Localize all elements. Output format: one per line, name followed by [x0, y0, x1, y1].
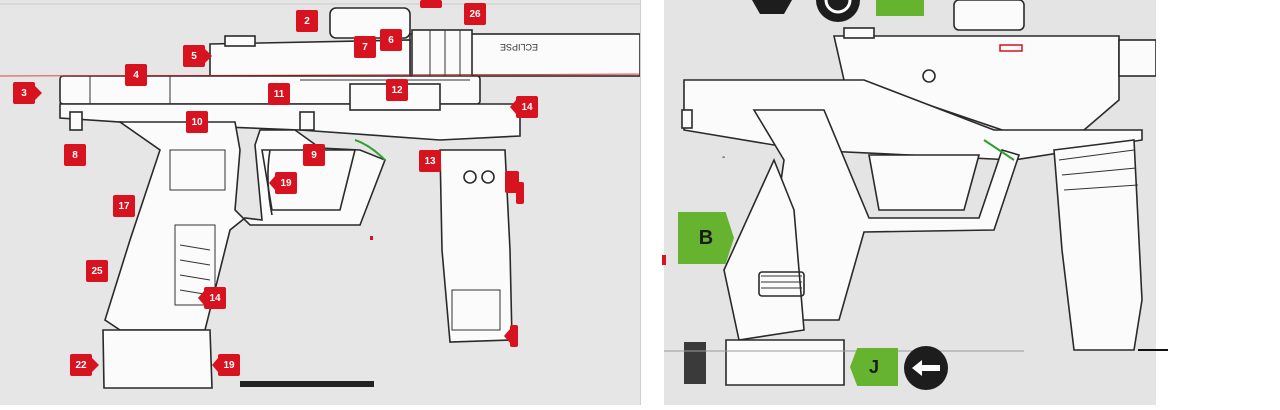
callout-12: 12 — [386, 79, 408, 101]
left-exploded-diagram: ECLIPSE — [0, 0, 666, 405]
callout-8: 8 — [64, 144, 86, 166]
callout-14-top: 14 — [510, 96, 538, 118]
marker-line-drawing-left: ECLIPSE — [0, 3, 666, 389]
callout-26: 26 — [464, 3, 486, 25]
callout-11: 11 — [268, 83, 290, 105]
marker-line-drawing-right: - — [484, 0, 1157, 386]
callout-17: 17 — [113, 195, 135, 217]
edge-red-mark — [662, 255, 666, 265]
barrel-text: ECLIPSE — [500, 42, 538, 52]
callout-14-bottom: 14 — [198, 287, 226, 309]
arrow-left-icon — [904, 346, 948, 390]
svg-text:-: - — [722, 152, 725, 163]
callout-3: 3 — [13, 82, 42, 104]
callout-5: 5 — [183, 45, 212, 67]
callout-edge-mark — [516, 182, 524, 204]
callout-j: J — [850, 348, 898, 386]
callout-edge-bottom — [504, 325, 518, 347]
callout-top-partial — [420, 0, 442, 8]
callout-4: 4 — [125, 64, 147, 86]
callout-19-mid: 19 — [269, 172, 297, 194]
callout-7: 7 — [354, 36, 376, 58]
callout-6: 6 — [380, 29, 402, 51]
edge-dash — [1138, 349, 1168, 351]
panel-divider — [640, 0, 641, 405]
callout-partial-right — [505, 171, 519, 193]
callout-13: 13 — [419, 150, 441, 172]
callout-22: 22 — [70, 354, 99, 376]
callout-9: 9 — [303, 144, 325, 166]
callout-19-bottom: 19 — [212, 354, 240, 376]
callout-10: 10 — [186, 111, 208, 133]
callout-2: 2 — [296, 10, 318, 32]
callout-25: 25 — [86, 260, 108, 282]
right-detail-diagram: - B J — [484, 0, 1157, 405]
callout-b: B — [678, 212, 734, 264]
